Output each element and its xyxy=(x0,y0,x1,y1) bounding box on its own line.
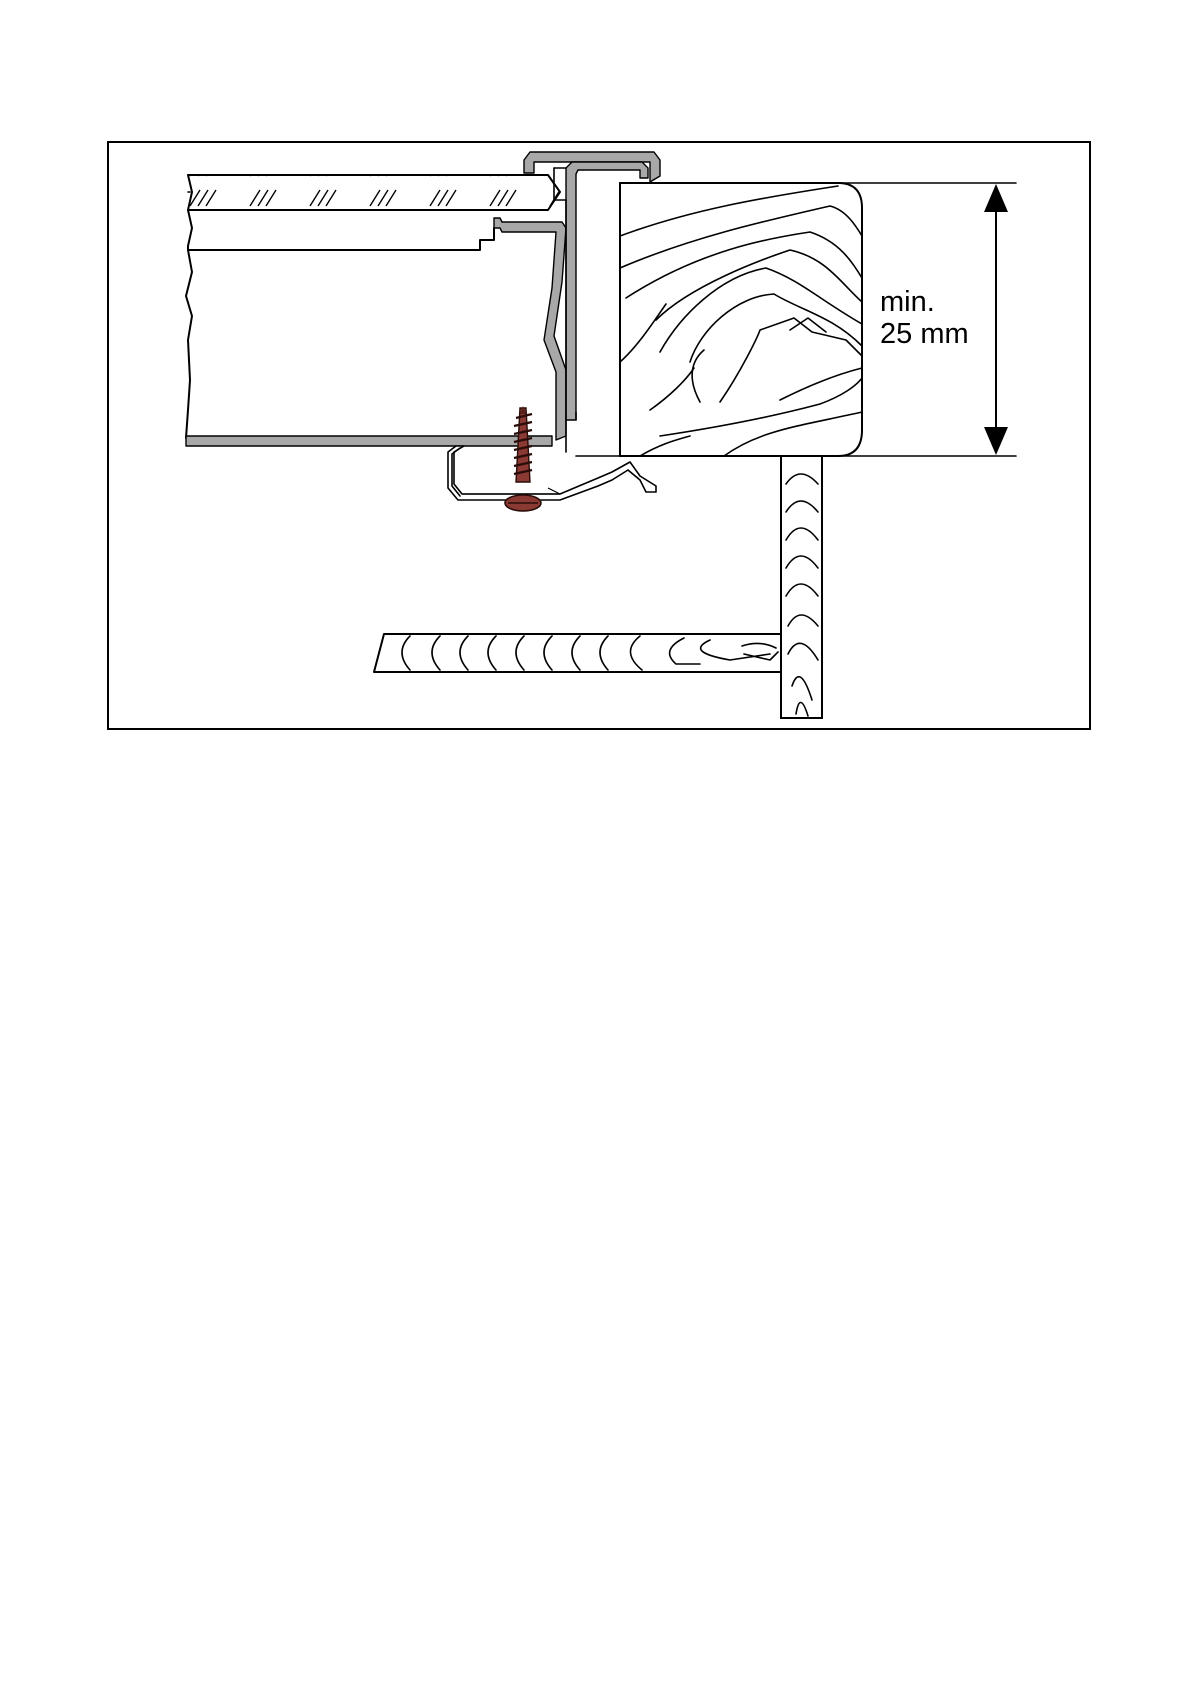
hob-housing xyxy=(186,210,566,446)
dimension-label-line2: 25 mm xyxy=(880,318,969,350)
hob-glass-plate xyxy=(188,175,560,210)
double-headed-arrow-icon xyxy=(984,184,1008,455)
dimension-label-line1: min. xyxy=(880,286,935,318)
worktop-wood xyxy=(620,183,862,456)
mounting-bracket xyxy=(448,446,656,500)
cabinet-shelf xyxy=(374,634,781,672)
cabinet-side-panel xyxy=(781,456,822,718)
